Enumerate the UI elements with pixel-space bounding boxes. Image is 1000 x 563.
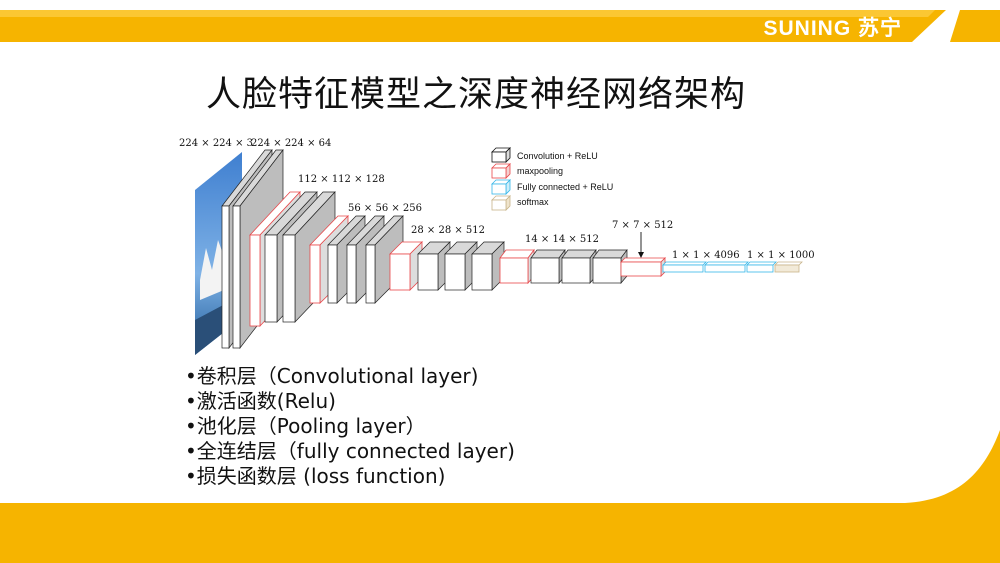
list-item: •全连结层（fully connected layer) [185,439,515,463]
size-label: 1 × 1 × 1000 [747,250,815,261]
layer-pool4 [499,248,535,285]
list-item: •激活函数(Relu) [185,389,336,413]
size-label: 7 × 7 × 512 [612,220,673,231]
legend-label: Fully connected + ReLU [517,182,613,192]
size-label: 56 × 56 × 256 [348,203,422,214]
legend-label: softmax [517,197,549,207]
legend-label: maxpooling [517,166,563,176]
size-label: 224 × 224 × 64 [251,138,331,149]
legend-item-convolution: Convolution + ReLU [491,147,598,163]
size-label: 112 × 112 × 128 [298,174,385,185]
legend-item-softmax: softmax [491,195,549,211]
slide-title: 人脸特征模型之深度神经网络架构 [205,75,746,115]
pool5-pointer-arrowhead [638,252,644,258]
layer-pool3 [389,241,423,291]
layer-pool5 [620,257,666,277]
layer-fc3 [746,261,777,273]
size-label: 224 × 224 × 3 [179,138,253,149]
list-item: •池化层（Pooling layer） [185,414,426,438]
layer-fc2 [704,261,749,273]
size-label: 28 × 28 × 512 [411,225,485,236]
layer-14-conv1 [530,248,566,284]
legend-item-fully-connected: Fully connected + ReLU [491,179,613,195]
size-label: 1 × 1 × 4096 [672,250,740,261]
list-item: •卷积层（Convolutional layer) [185,364,479,388]
layer-28-conv3 [471,241,505,291]
brand-logo: SUNING 苏宁 [763,16,902,40]
layer-type-list: •卷积层（Convolutional layer) •激活函数(Relu) •池… [185,364,515,489]
layer-softmax [774,261,803,273]
layer-fc1 [662,261,707,273]
network-architecture-diagram: 224 × 224 × 3 224 × 224 × 64 112 × 112 ×… [179,138,815,355]
list-item: •损失函数层 (loss function) [185,464,446,488]
bottom-brand-band [0,400,1000,563]
size-label: 14 × 14 × 512 [525,234,599,245]
legend: Convolution + ReLU maxpooling Fully conn… [491,147,613,211]
layer-14-conv2 [561,248,597,284]
top-brand-band: SUNING 苏宁 [0,10,1000,42]
legend-item-maxpooling: maxpooling [491,163,563,179]
legend-label: Convolution + ReLU [517,151,598,161]
